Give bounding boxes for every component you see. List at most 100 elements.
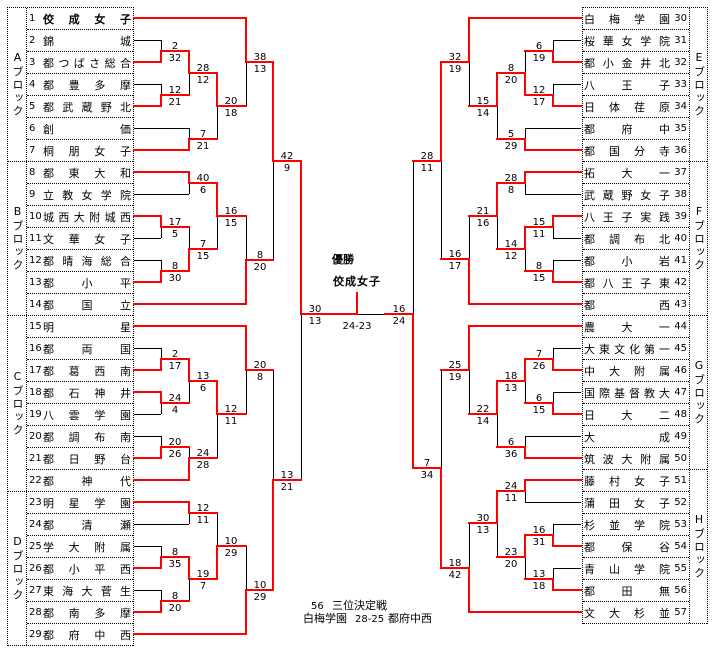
team-name: 錦城 — [43, 33, 131, 49]
team-number: 6 — [29, 123, 36, 134]
final-score: 24-23 — [342, 321, 371, 332]
team-name-char: 合 — [119, 56, 131, 70]
score-g6-top: 25 — [449, 360, 462, 371]
score-g5-bottom: 14 — [477, 416, 490, 427]
team-name-char: 園 — [659, 12, 670, 26]
winning-lines — [133, 17, 582, 635]
team-name: 都神代 — [43, 473, 131, 489]
score-h3-bottom: 18 — [533, 581, 546, 592]
team-name-char: 雲 — [68, 408, 80, 422]
block-label: Bブロック — [11, 205, 24, 272]
team-name-char: 北 — [120, 100, 131, 114]
team-name-char: 院 — [659, 518, 670, 532]
team-number: 26 — [29, 563, 42, 574]
team-name-char: 田 — [609, 496, 620, 510]
team-name-char: 小 — [68, 562, 80, 576]
score-d1-top: 12 — [197, 503, 210, 514]
team-name-char: 都 — [584, 122, 595, 136]
team-name: 都府中西 — [43, 627, 131, 643]
team-name: 武蔵野女子 — [584, 187, 670, 203]
score-b1-bottom: 6 — [200, 185, 206, 196]
team-name-char: 並 — [609, 518, 620, 532]
team-number: 18 — [29, 387, 42, 398]
team-name: 日大二 — [584, 407, 670, 423]
team-name: 青山学院 — [584, 561, 670, 577]
team-name-char: 八 — [584, 210, 595, 224]
team-name-char: 大 — [68, 540, 80, 554]
team-name-char: 際 — [599, 386, 610, 400]
block-label-cell: Fブロック — [689, 162, 707, 315]
third-place-score: 28-25 — [355, 614, 385, 625]
score-b3-bottom: 30 — [169, 273, 182, 284]
team-name-char: 院 — [659, 34, 670, 48]
team-name-char: 田 — [621, 584, 633, 598]
team-name-char: 化 — [629, 342, 640, 356]
score-a4-bottom: 21 — [197, 141, 210, 152]
losing-lines — [134, 40, 581, 601]
team-number: 34 — [674, 101, 687, 112]
score-e5-top: 15 — [477, 96, 490, 107]
team-number: 54 — [674, 541, 687, 552]
block-label: Aブロック — [11, 51, 24, 118]
team-number: 30 — [674, 13, 687, 24]
score-g1-bottom: 26 — [533, 361, 546, 372]
score-f4-top: 14 — [505, 239, 518, 250]
score-c3-bottom: 6 — [200, 383, 206, 394]
score-g4-top: 6 — [508, 437, 514, 448]
team-name-char: 両 — [81, 342, 93, 356]
team-name: 八王子実践 — [584, 209, 670, 225]
team-name-char: 寺 — [659, 144, 670, 158]
score-a6-top: 38 — [254, 52, 267, 63]
team-number: 5 — [29, 101, 36, 112]
team-name-char: 立 — [120, 298, 131, 312]
team-name-char: 井 — [119, 386, 131, 400]
champion-name: 佼成女子 — [333, 275, 381, 288]
score-h6-bottom: 42 — [449, 570, 462, 581]
score-b2-top: 17 — [169, 217, 182, 228]
team-number: 31 — [674, 35, 687, 46]
team-name-char: 女 — [634, 474, 645, 488]
team-name-char: 谷 — [659, 540, 670, 554]
score-g6-bottom: 19 — [449, 372, 462, 383]
score-b4-top: 7 — [200, 239, 206, 250]
team-name: 都葛西南 — [43, 363, 131, 379]
third-place-team-b: 都府中西 — [388, 612, 432, 625]
team-name-char: 実 — [640, 210, 652, 224]
team-name-char: 調 — [609, 232, 620, 246]
team-name-char: 国 — [584, 386, 595, 400]
team-name: 八雲学園 — [43, 407, 131, 423]
team-name-char: 八 — [584, 78, 595, 92]
team-name: 都調布南 — [43, 429, 131, 445]
team-name: 立教女学院 — [43, 187, 131, 203]
block-label: Hブロック — [692, 513, 706, 580]
team-name: 創価 — [43, 121, 131, 137]
team-name-char: 布 — [634, 232, 645, 246]
team-name-char: 調 — [68, 430, 80, 444]
team-name: 都両国 — [43, 341, 131, 357]
team-number: 39 — [674, 211, 687, 222]
team-name-char: 都 — [43, 78, 54, 92]
team-name-char: 豊 — [68, 78, 80, 92]
team-name: 都調布北 — [584, 231, 670, 247]
team-name-char: 蒲 — [584, 496, 595, 510]
score-g5-top: 22 — [477, 404, 490, 415]
team-name-char: 多 — [94, 606, 106, 620]
third-place-team-a: 白梅学園 — [303, 612, 347, 625]
team-name: 大東文化第一 — [584, 341, 670, 357]
score-b6-bottom: 20 — [254, 262, 267, 273]
team-name-char: 二 — [659, 408, 670, 422]
team-name-char: 錦 — [43, 34, 54, 48]
team-name: 都南多摩 — [43, 605, 131, 621]
score-g3-top: 18 — [505, 371, 518, 382]
